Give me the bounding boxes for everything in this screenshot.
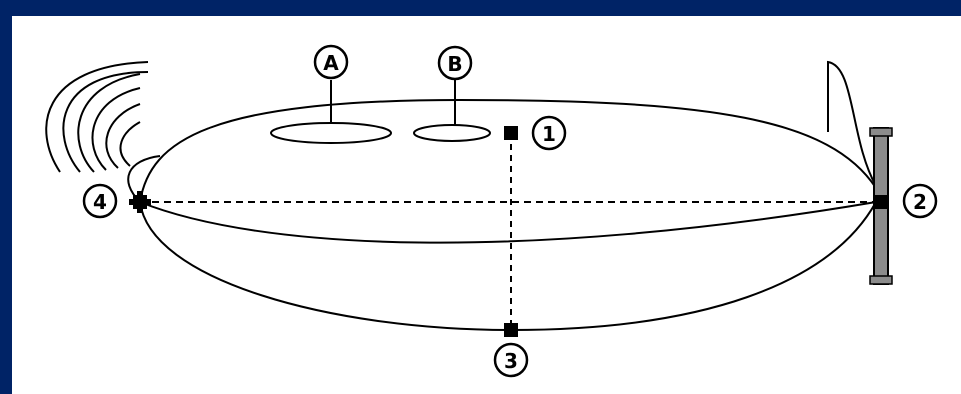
- hatch-a: [270, 122, 392, 144]
- point-2-marker: [874, 195, 888, 209]
- sonar-waves: [45, 61, 149, 173]
- svg-text:4: 4: [93, 190, 107, 214]
- svg-text:3: 3: [504, 349, 518, 373]
- submarine-hull: [127, 60, 877, 332]
- label-b: B: [437, 45, 473, 81]
- label-3: 3: [493, 342, 529, 378]
- point-3-marker: [504, 323, 518, 337]
- label-a: A: [313, 44, 349, 80]
- submarine-diagram: A B 1 2 3 4: [45, 44, 938, 378]
- label-1: 1: [531, 115, 567, 151]
- label-2: 2: [902, 183, 938, 219]
- svg-text:2: 2: [913, 190, 927, 214]
- svg-text:A: A: [323, 51, 339, 75]
- diagram-frame: A B 1 2 3 4: [12, 16, 961, 394]
- svg-text:B: B: [447, 52, 462, 76]
- svg-text:1: 1: [542, 122, 556, 146]
- hatch-b: [413, 124, 491, 142]
- point-4-marker: [129, 191, 151, 213]
- label-4: 4: [82, 183, 118, 219]
- point-1-marker: [504, 126, 518, 140]
